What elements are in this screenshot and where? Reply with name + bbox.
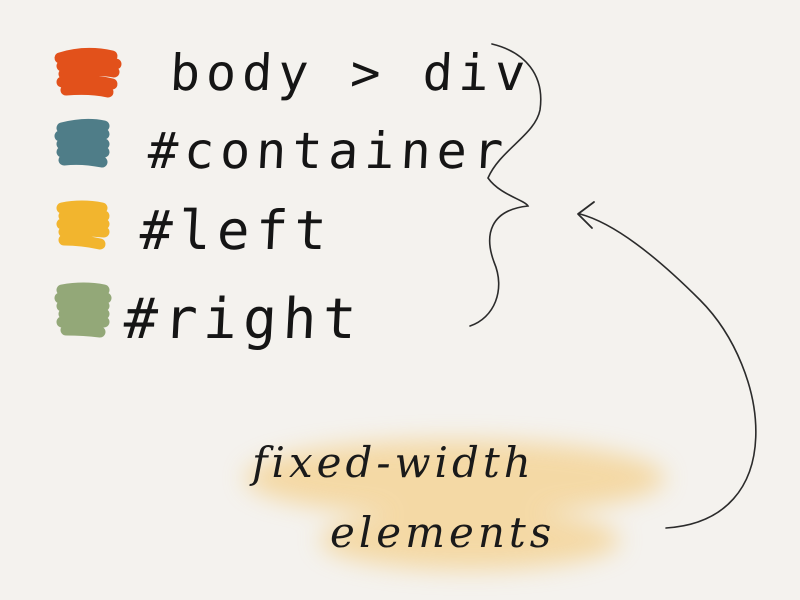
legend-label-container: #container [146, 122, 511, 180]
swatch-container [54, 118, 110, 168]
legend-label-left: #left [138, 199, 335, 262]
legend-label-right: #right [122, 287, 365, 352]
legend-label-body-div: body > div [168, 44, 533, 102]
arrowhead-icon [577, 201, 595, 229]
swatch-body-div [54, 47, 122, 98]
annotation-highlight [245, 440, 665, 570]
swatch-left [56, 200, 110, 250]
annotation-line-2: elements [330, 508, 556, 557]
annotation-line-1: fixed-width [252, 438, 535, 487]
arrow-line [579, 213, 757, 529]
swatch-right [54, 282, 112, 338]
curly-brace [469, 43, 542, 327]
